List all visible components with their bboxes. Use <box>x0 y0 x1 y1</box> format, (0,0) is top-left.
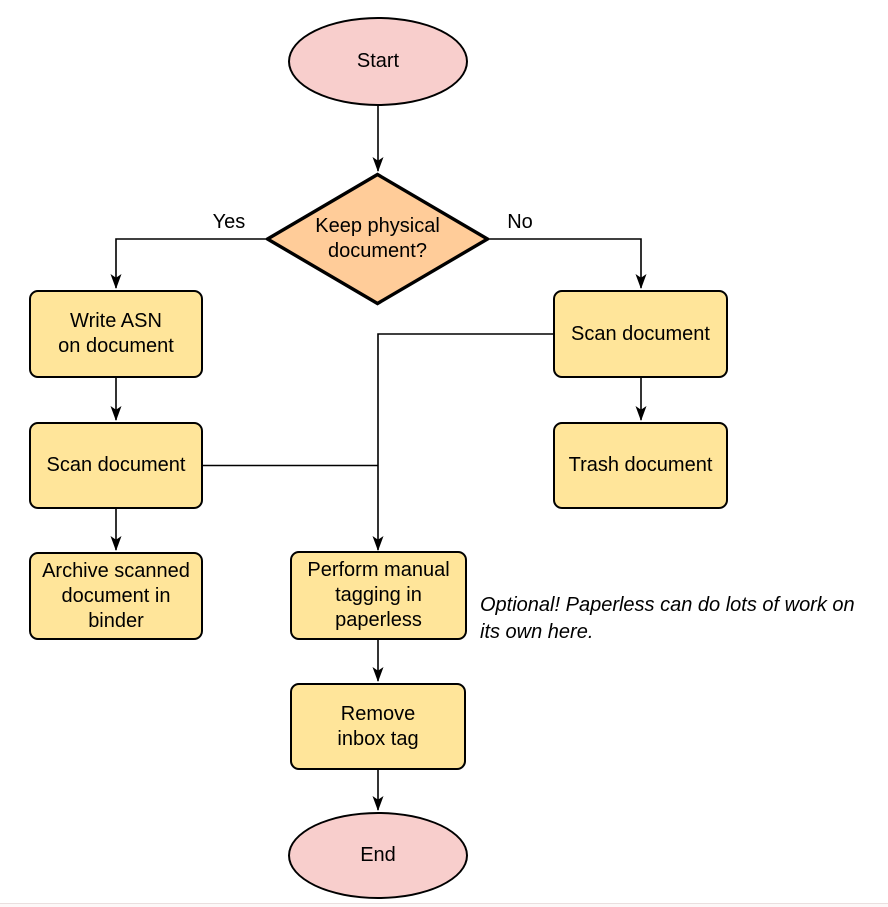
edge-scanright-to-tagging <box>372 333 553 551</box>
node-write-asn: Write ASN on document <box>29 290 203 378</box>
node-trash-document: Trash document <box>553 422 728 509</box>
node-trash-document-label: Trash document <box>568 454 713 476</box>
node-remove-inbox-tag: Remove inbox tag <box>290 683 466 770</box>
edge-label-yes: Yes <box>212 211 246 233</box>
edge-decision-yes <box>110 238 265 289</box>
node-scan-document-left: Scan document <box>29 422 203 509</box>
node-scan-document-left-label: Scan document <box>46 454 186 476</box>
node-manual-tagging: Perform manual tagging in paperless <box>290 551 467 640</box>
node-manual-tagging-label: Perform manual tagging in paperless <box>307 559 450 631</box>
bottom-edge-line <box>0 903 888 907</box>
edge-decision-no <box>490 238 647 289</box>
diamond-shape <box>265 172 490 306</box>
node-archive-binder-label: Archive scanned document in binder <box>42 559 190 632</box>
node-end-label: End <box>360 844 396 866</box>
node-decision-label: Keep physical document? <box>315 215 440 262</box>
decision-diamond-icon <box>265 172 490 306</box>
node-scan-document-right-label: Scan document <box>571 322 710 345</box>
node-archive-binder: Archive scanned document in binder <box>29 552 203 640</box>
node-scan-document-right: Scan document <box>553 290 728 378</box>
node-write-asn-label: Write ASN on document <box>58 310 174 357</box>
node-start: Start <box>288 17 468 106</box>
note-text: Optional! Paperless can do lots of work … <box>480 594 855 643</box>
node-end: End <box>288 812 468 899</box>
node-start-label: Start <box>356 50 400 72</box>
node-decision: Keep physical document? <box>265 172 490 306</box>
edge-label-no: No <box>507 211 533 233</box>
node-remove-inbox-tag-label: Remove inbox tag <box>337 702 419 750</box>
